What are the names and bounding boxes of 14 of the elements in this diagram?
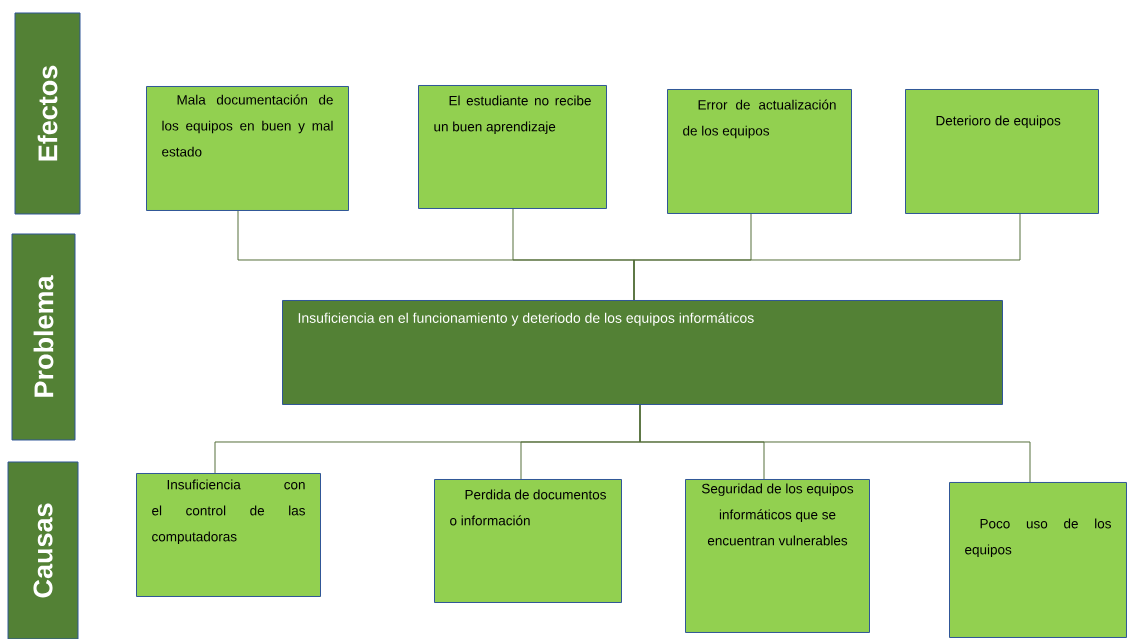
cause-box: Poco uso de los equipos: [949, 482, 1127, 638]
section-label: Causas: [7, 461, 79, 639]
effect-box: Error de actualización de los equipos: [667, 89, 852, 214]
cause-box: Insuficiencia con el control de las computadoras: [136, 473, 321, 597]
section-label: Efectos: [14, 12, 81, 215]
problem-box: Insuficiencia en el funcionamiento y deteriodo de los equipos informáticos: [282, 300, 1003, 405]
effect-box: Mala documentación de los equipos en buen y mal estado: [146, 86, 349, 211]
connector-line: [633, 213, 1021, 301]
effect-box: El estudiante no recibe un buen aprendizaje: [418, 85, 607, 209]
section-label: Problema: [11, 233, 76, 441]
cause-box: Seguridad de los equipos informáticos que se encuentran vulnerables: [685, 479, 870, 633]
connector-line: [639, 404, 1031, 483]
effect-box: Deterioro de equipos: [905, 89, 1099, 214]
cause-box: Perdida de documentos o información: [434, 479, 622, 603]
